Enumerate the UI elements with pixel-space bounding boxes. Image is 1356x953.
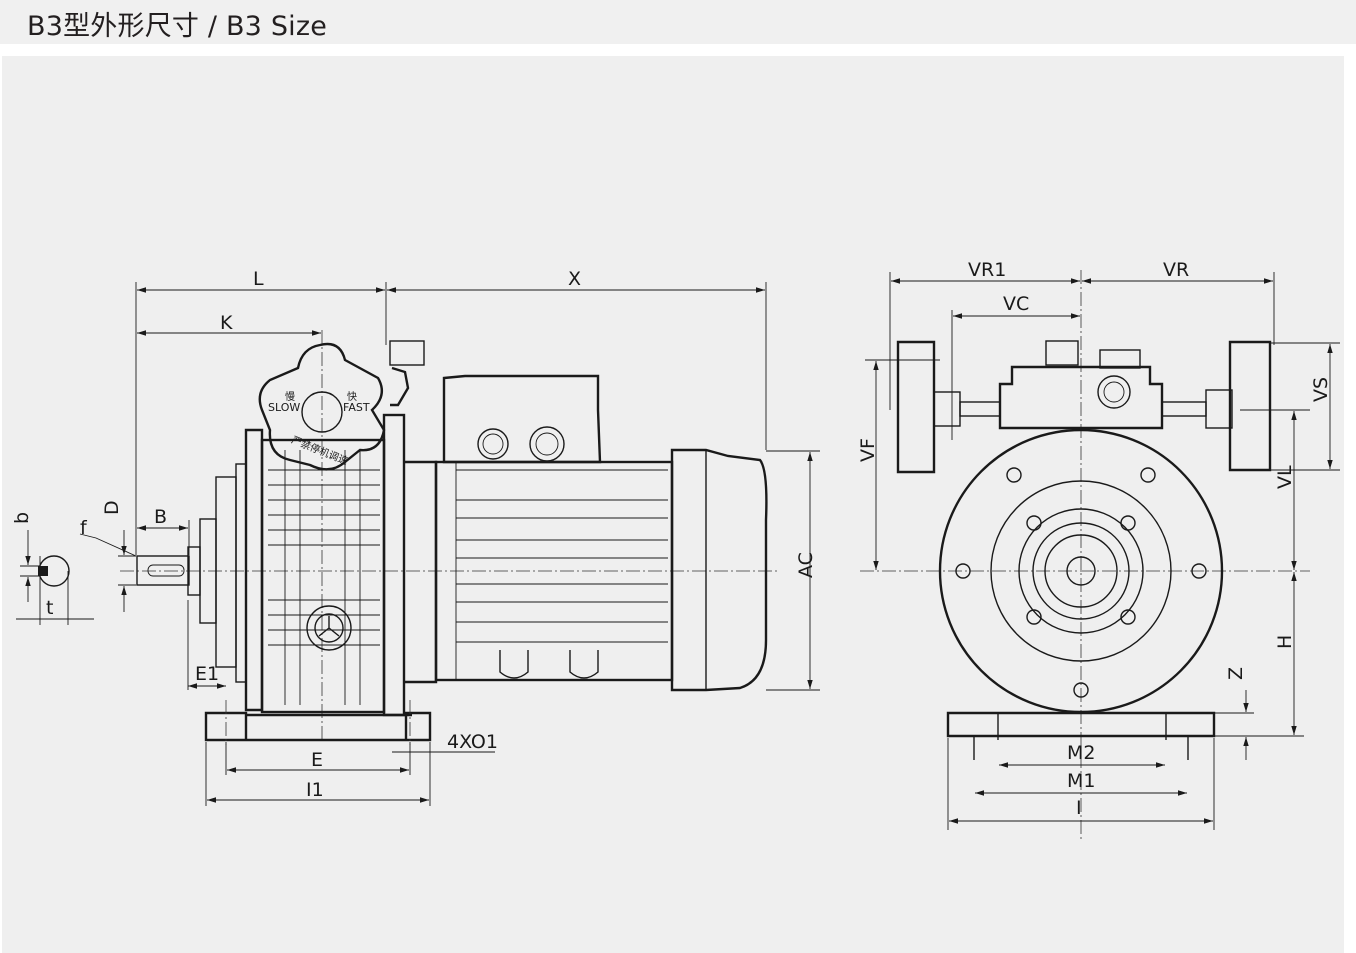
front-housing bbox=[998, 365, 1164, 430]
left-handwheel[interactable] bbox=[896, 340, 936, 474]
knob-fast-en: FAST bbox=[343, 401, 370, 414]
dim-t: t bbox=[46, 597, 53, 619]
side-view: 慢 SLOW 快 FAST 严禁停机调速 bbox=[11, 268, 820, 806]
front-flange bbox=[938, 428, 1224, 714]
dim-X: X bbox=[568, 268, 581, 290]
output-shaft bbox=[136, 555, 190, 586]
title-bar: B3型外形尺寸 / B3 Size bbox=[0, 0, 1356, 44]
dim-B: B bbox=[154, 506, 167, 528]
dim-L: L bbox=[253, 268, 264, 290]
shaft-section bbox=[16, 530, 94, 625]
knob-slow-cn: 慢 bbox=[285, 391, 295, 403]
knob-slow-en: SLOW bbox=[268, 401, 300, 414]
dim-VS: VS bbox=[1310, 377, 1332, 402]
knob-fast-cn: 快 bbox=[347, 391, 357, 403]
dim-VR1: VR1 bbox=[968, 259, 1006, 281]
dim-VC: VC bbox=[1003, 293, 1029, 315]
dim-Z: Z bbox=[1225, 667, 1247, 680]
dim-f: f bbox=[80, 517, 88, 539]
front-lock-handle[interactable] bbox=[1045, 340, 1079, 366]
dim-D: D bbox=[101, 500, 123, 515]
dim-I: I bbox=[1076, 797, 1082, 819]
dim-AC: AC bbox=[795, 552, 817, 578]
dim-E1: E1 bbox=[195, 663, 219, 685]
gearbox-body bbox=[260, 438, 386, 714]
dim-M2: M2 bbox=[1067, 742, 1095, 764]
dim-K: K bbox=[220, 312, 233, 334]
right-handwheel[interactable] bbox=[1228, 340, 1272, 472]
oil-plug bbox=[306, 605, 352, 651]
dim-H: H bbox=[1274, 635, 1296, 649]
dim-VL: VL bbox=[1274, 465, 1296, 489]
dim-b: b bbox=[11, 512, 33, 524]
terminal-box bbox=[442, 374, 602, 464]
dim-VR: VR bbox=[1163, 259, 1189, 281]
dim-O1: 4XO1 bbox=[447, 731, 498, 753]
fan-cover bbox=[670, 448, 768, 692]
speed-knob[interactable] bbox=[258, 342, 386, 471]
dim-VF: VF bbox=[857, 438, 879, 462]
lock-handle[interactable] bbox=[389, 340, 425, 366]
dim-I1: I1 bbox=[306, 779, 324, 801]
page-title: B3型外形尺寸 / B3 Size bbox=[27, 11, 328, 42]
dim-M1: M1 bbox=[1067, 770, 1095, 792]
front-view: VR1 VR VC VF VS VL H Z M2 M1 I bbox=[857, 259, 1340, 840]
dim-E: E bbox=[311, 749, 323, 771]
